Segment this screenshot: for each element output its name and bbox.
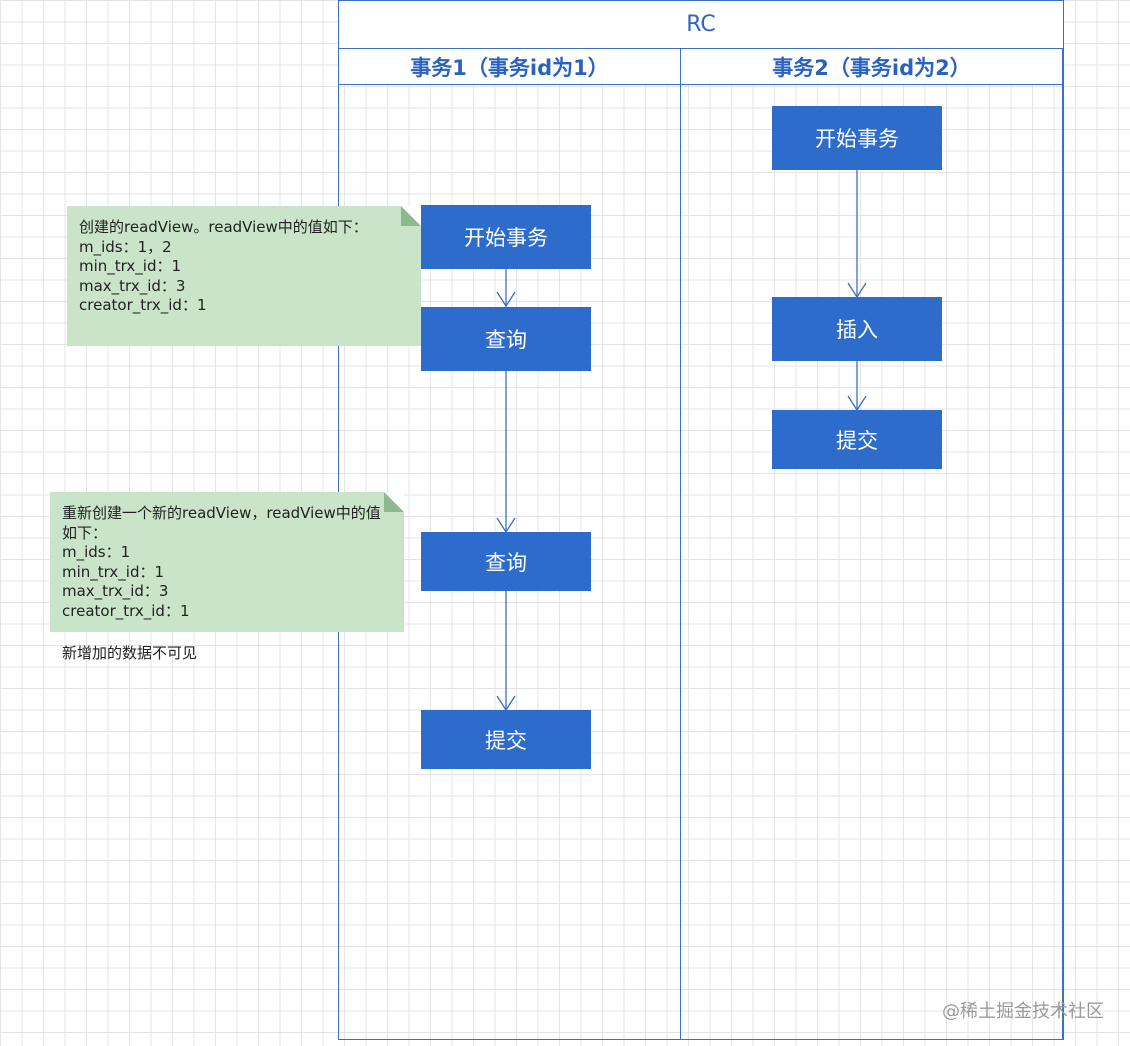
note-fold-corner	[401, 206, 421, 226]
lane-header-transaction-2: 事务2（事务id为2）	[680, 48, 1063, 85]
note-line: max_trx_id：3	[62, 582, 169, 600]
note-line: min_trx_id：1	[79, 257, 182, 275]
t2-commit-box[interactable]: 提交	[772, 410, 942, 469]
lane-transaction-2	[680, 84, 1063, 1040]
t2-begin-transaction-box[interactable]: 开始事务	[772, 106, 942, 170]
readview-note-2: 重新创建一个新的readView，readView中的值 如下： m_ids：1…	[50, 492, 404, 632]
watermark: @稀土掘金技术社区	[942, 1001, 1104, 1022]
note-line: m_ids：1，2	[79, 237, 172, 256]
invisible-data-caption: 新增加的数据不可见	[62, 644, 198, 662]
note-line: 创建的readView。readView中的值如下：	[79, 218, 368, 236]
readview-note-1: 创建的readView。readView中的值如下： m_ids：1，2 min…	[67, 206, 421, 346]
arrowhead-t1-1	[496, 291, 516, 308]
note-line: 重新创建一个新的readView，readView中的值	[62, 504, 381, 522]
note-line: creator_trx_id：1	[79, 296, 207, 314]
t1-commit-box[interactable]: 提交	[421, 710, 591, 769]
note-line: min_trx_id：1	[62, 562, 165, 581]
t2-insert-box[interactable]: 插入	[772, 297, 942, 361]
t1-query-box-1[interactable]: 查询	[421, 307, 591, 371]
t1-query-box-2[interactable]: 查询	[421, 532, 591, 591]
note-line: 如下：	[62, 523, 108, 542]
note-line: max_trx_id：3	[79, 276, 186, 295]
t1-begin-transaction-box[interactable]: 开始事务	[421, 205, 591, 269]
note-line: m_ids：1	[62, 543, 131, 561]
note-line: creator_trx_id：1	[62, 601, 190, 620]
note-fold-corner	[384, 492, 404, 512]
